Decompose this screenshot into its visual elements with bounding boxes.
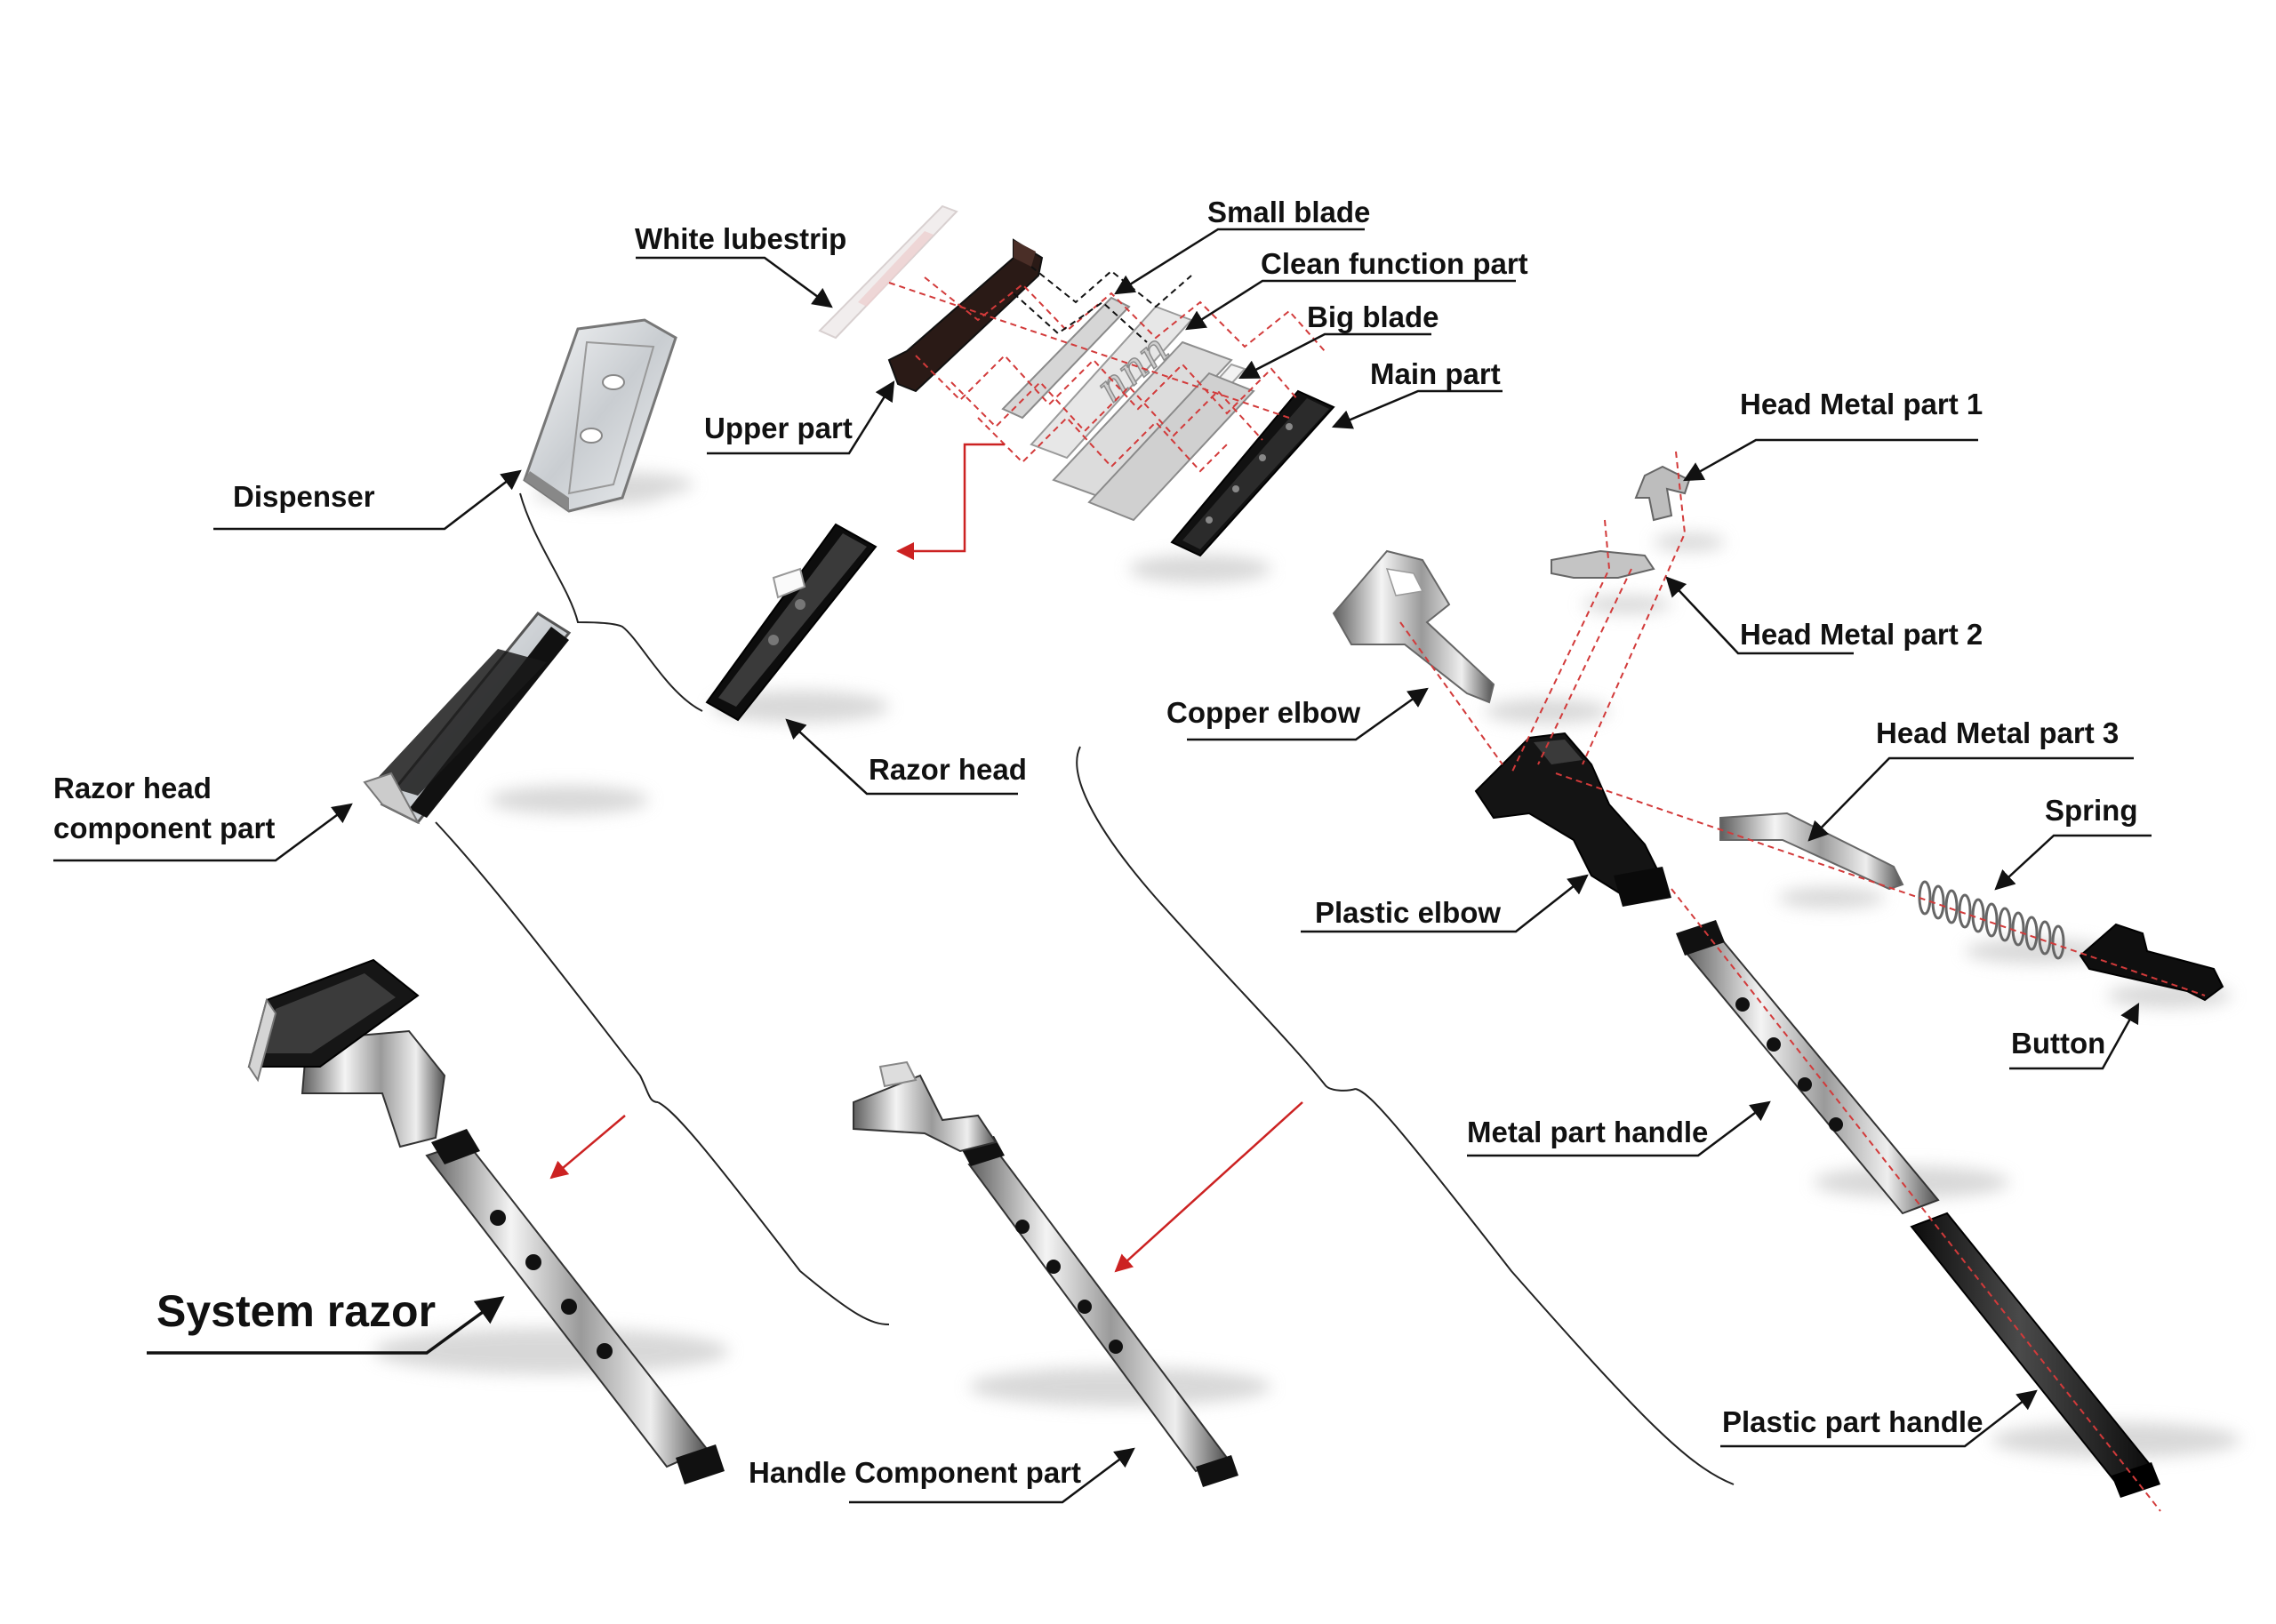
assembly-guides-black: [1013, 266, 1192, 343]
red-arrow-system-razor: [549, 1115, 626, 1180]
label-upper-part: Upper part: [704, 412, 853, 444]
label-razor-head-component-line1: Razor head: [53, 772, 212, 804]
label-main-part: Main part: [1370, 357, 1501, 390]
razor-head-shape: [705, 523, 878, 722]
metal-part-handle-shape: [1676, 920, 1940, 1215]
label-metal-part-handle: Metal part handle: [1467, 1116, 1709, 1148]
label-head-metal-part-2: Head Metal part 2: [1740, 618, 1983, 651]
grouping-brackets: [435, 492, 1735, 1485]
label-clean-function-part: Clean function part: [1261, 247, 1528, 280]
label-razor-head: Razor head: [869, 753, 1027, 786]
plastic-part-handle-shape: [1910, 1212, 2160, 1498]
upper-part-shape: [887, 238, 1044, 393]
leader-lines: [53, 228, 2152, 1504]
dispenser-shape: [523, 318, 677, 513]
assembly-guides-right: [1399, 451, 2206, 1512]
label-handle-component-part: Handle Component part: [749, 1456, 1082, 1489]
head-metal-part-1-shape: [1634, 465, 1691, 522]
label-plastic-elbow: Plastic elbow: [1315, 896, 1502, 929]
label-razor-head-component-line2: component part: [53, 812, 276, 844]
assembly-guides-top: [888, 276, 1326, 473]
razor-head-component-shape: [363, 612, 572, 825]
label-system-razor: System razor: [156, 1286, 437, 1336]
head-metal-part-2-shape: [1551, 549, 1655, 579]
label-spring: Spring: [2045, 794, 2138, 827]
button-shape: [2079, 923, 2224, 1002]
label-head-metal-part-1: Head Metal part 1: [1740, 388, 1983, 420]
main-part-shape: [1170, 389, 1335, 557]
label-dispenser: Dispenser: [233, 480, 375, 513]
white-lubestrip-part: [818, 204, 958, 340]
label-small-blade: Small blade: [1207, 196, 1371, 228]
label-copper-elbow: Copper elbow: [1166, 696, 1361, 729]
head-metal-part-3-shape: [1719, 812, 1904, 891]
red-arrow-razor-head: [896, 443, 1005, 560]
spring-shape: [1918, 880, 2065, 960]
label-big-blade: Big blade: [1307, 300, 1439, 333]
label-white-lubestrip: White lubestrip: [635, 222, 847, 255]
blade-stack: nnn: [1001, 296, 1255, 522]
label-button: Button: [2011, 1027, 2106, 1060]
system-razor-shape: [247, 958, 725, 1484]
plastic-elbow-shape: [1474, 732, 1671, 907]
red-arrow-handle-component: [1114, 1101, 1303, 1273]
copper-elbow-shape: [1332, 549, 1495, 704]
label-head-metal-part-3: Head Metal part 3: [1876, 716, 2120, 749]
label-plastic-part-handle: Plastic part handle: [1722, 1405, 1983, 1438]
handle-component-shape: [853, 1060, 1238, 1487]
